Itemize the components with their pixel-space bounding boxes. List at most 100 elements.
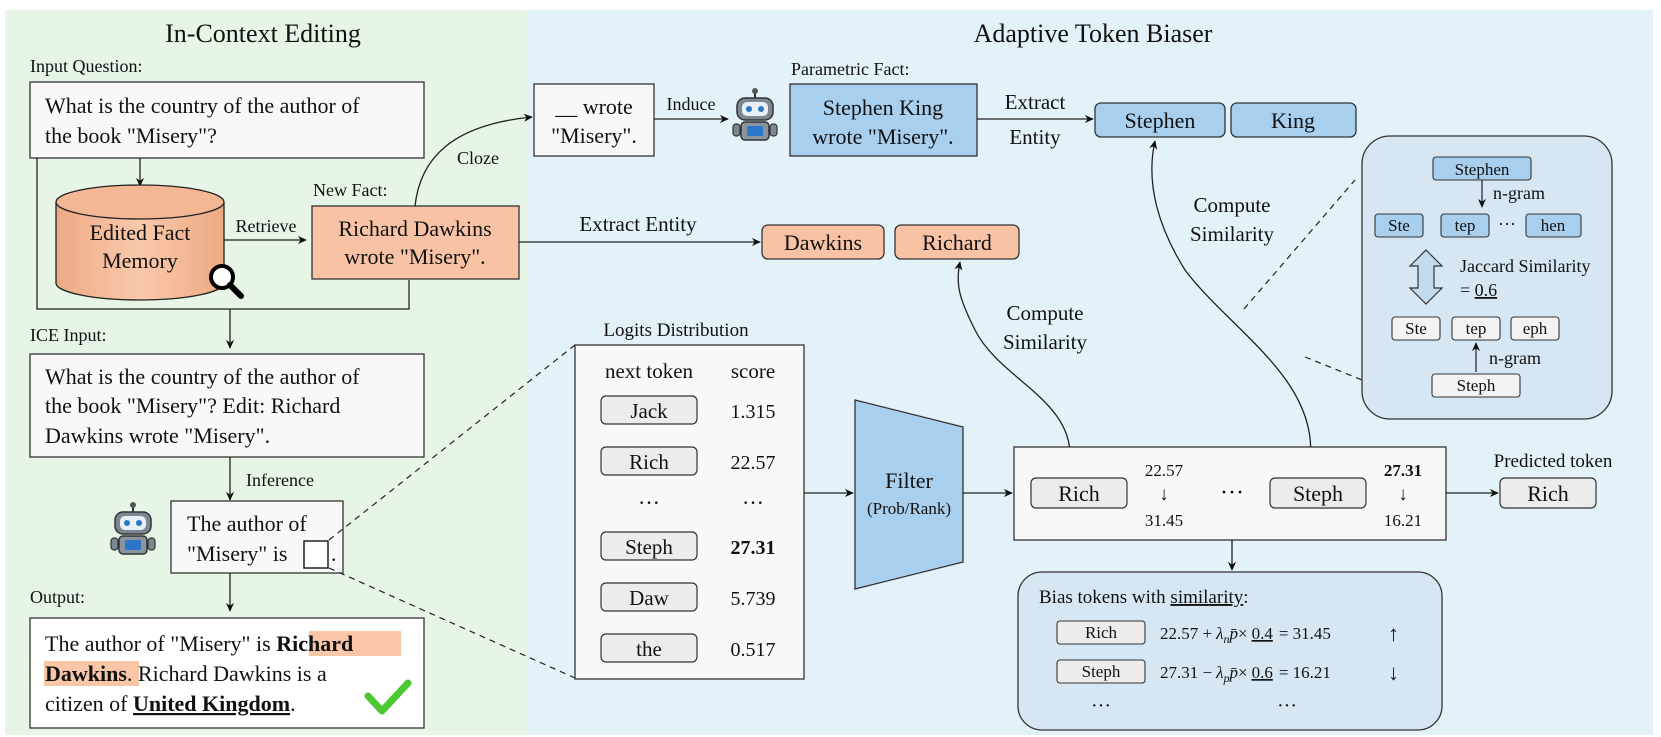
output-text-4: . [290,691,296,716]
memory-line-2: Memory [102,248,178,273]
token-stephen [1094,102,1226,138]
logit-token-the [600,633,698,663]
output-text-2: . Richard Dawkins is a [127,661,327,686]
bias-formula-2-a: 27.31 − [1160,663,1212,682]
bias-token-steph [1056,659,1146,684]
filter-trapezoid [854,399,964,590]
bias-formula-1-p: p̄ [1228,624,1238,643]
output-line-2: Dawkins. Richard Dawkins is a [45,661,327,686]
filter-sub: (Prob/Rank) [867,499,951,518]
bias-formula-2-sub: p [1222,671,1229,685]
bias-dots-2: ··· [1277,695,1297,717]
ngram-top-gram-1 [1374,213,1424,238]
prompt-period: . [331,541,337,566]
logit-token-jack [600,395,698,425]
logit-token-steph-label: Steph [625,535,673,559]
output-answer-last: Dawkins [45,661,127,686]
logit-score-daw: 5.739 [731,588,776,610]
new-fact-line-1: Richard Dawkins [338,216,491,241]
parametric-line-1: Stephen King [823,95,943,120]
induce-label: Induce [667,94,716,114]
bias-title-prefix: Bias tokens with [1039,587,1170,608]
edited-fact-memory-cylinder [55,184,225,301]
ngram-bottom-gram-3-label: eph [1523,319,1548,338]
logit-token-the-label: the [636,637,662,661]
output-answer-first: Richard [276,631,353,656]
similarity-new-line-1: Compute [1007,301,1084,325]
question-bracket-line [36,158,410,310]
cloze-line-2: "Misery". [551,123,637,148]
ngram-top-token-label: Stephen [1455,160,1510,179]
bias-title-suffix: : [1243,587,1248,608]
prompt-line-2: "Misery" is [187,541,287,566]
filtered-token-steph-label: Steph [1293,481,1343,506]
token-richard-label: Richard [922,230,992,255]
predicted-token-box [1499,477,1597,509]
magnifier-icon [209,264,244,299]
output-label: Output: [30,587,85,607]
bias-arrow-down: ↓ [1388,660,1399,685]
ngram-bottom-token-label: Steph [1457,376,1496,395]
memory-line-1: Edited Fact [90,220,191,245]
logit-score-jack: 1.315 [731,401,776,423]
prompt-blank-slot [303,540,329,569]
ngram-bottom-label: n-gram [1489,348,1541,368]
retrieve-label: Retrieve [236,216,297,236]
output-line-1: The author of "Misery" is Richard [45,631,353,656]
bias-arrow-up: ↑ [1388,621,1399,646]
output-text-1: The author of "Misery" is [45,631,276,656]
ngram-bottom-gram-1 [1391,316,1441,341]
filtered-steph-to: 16.21 [1384,511,1422,530]
left-panel-title: In-Context Editing [165,19,361,48]
parametric-fact-box [789,83,978,157]
logits-col-token: next token [605,359,694,383]
logits-col-score: score [731,359,775,383]
ngram-detail-box [1361,135,1613,420]
bias-token-steph-label: Steph [1082,662,1121,681]
filtered-token-rich [1030,477,1128,509]
ngram-top-gram-1-label: Ste [1388,216,1410,235]
similarity-curve-param [1149,140,1314,471]
new-fact-line-2: wrote "Misery". [344,244,485,269]
input-question-line-2: the book "Misery"? [45,123,217,148]
bias-formula-2-times: × [1238,663,1248,682]
logit-score-the: 0.517 [731,639,776,661]
jaccard-value-line: = 0.6 [1460,280,1497,300]
predicted-label: Predicted token [1494,451,1613,472]
filtered-rich-to: 31.45 [1145,511,1183,530]
similarity-param-line-2: Similarity [1190,222,1275,246]
jaccard-double-arrow [1408,249,1444,305]
bias-title-word: similarity [1170,587,1243,608]
ngram-top-gram-3-label: hen [1541,216,1566,235]
bias-formula-1-sim: 0.4 [1252,624,1274,643]
bias-box [1017,571,1443,731]
robot-icon [110,502,156,555]
bias-formula-1-a: 22.57 + [1160,624,1212,643]
predicted-token-label: Rich [1527,481,1569,506]
token-king-label: King [1271,108,1315,133]
logits-title: Logits Distribution [603,320,749,341]
filter-label: Filter [885,468,933,493]
bias-token-rich-label: Rich [1085,623,1118,642]
logits-dots-token: ··· [638,490,660,515]
logits-connector-bottom [328,567,576,679]
logit-token-daw-label: Daw [629,586,669,610]
ice-input-line-2: the book "Misery"? Edit: Richard [45,393,340,418]
logits-dots-score: ··· [742,490,764,515]
output-highlight-1 [309,631,401,656]
logits-connector-top [328,344,576,541]
bias-formula-1-sub: n [1223,632,1229,646]
logit-token-steph [600,531,698,561]
similarity-param-line-1: Compute [1194,193,1271,217]
bias-formula-1-lam: λ [1215,624,1223,643]
ice-input-label: ICE Input: [30,325,107,345]
filtered-steph-from: 27.31 [1384,461,1422,480]
ngram-top-gram-3 [1525,213,1582,238]
ngram-bottom-gram-2 [1451,316,1501,341]
filtered-token-rich-label: Rich [1058,481,1100,506]
ice-input-line-1: What is the country of the author of [45,364,360,389]
bias-formula-2-sim: 0.6 [1252,663,1273,682]
bias-formula-1-res: = 31.45 [1279,624,1331,643]
extract-entity-top-line-1: Extract [1005,90,1066,114]
